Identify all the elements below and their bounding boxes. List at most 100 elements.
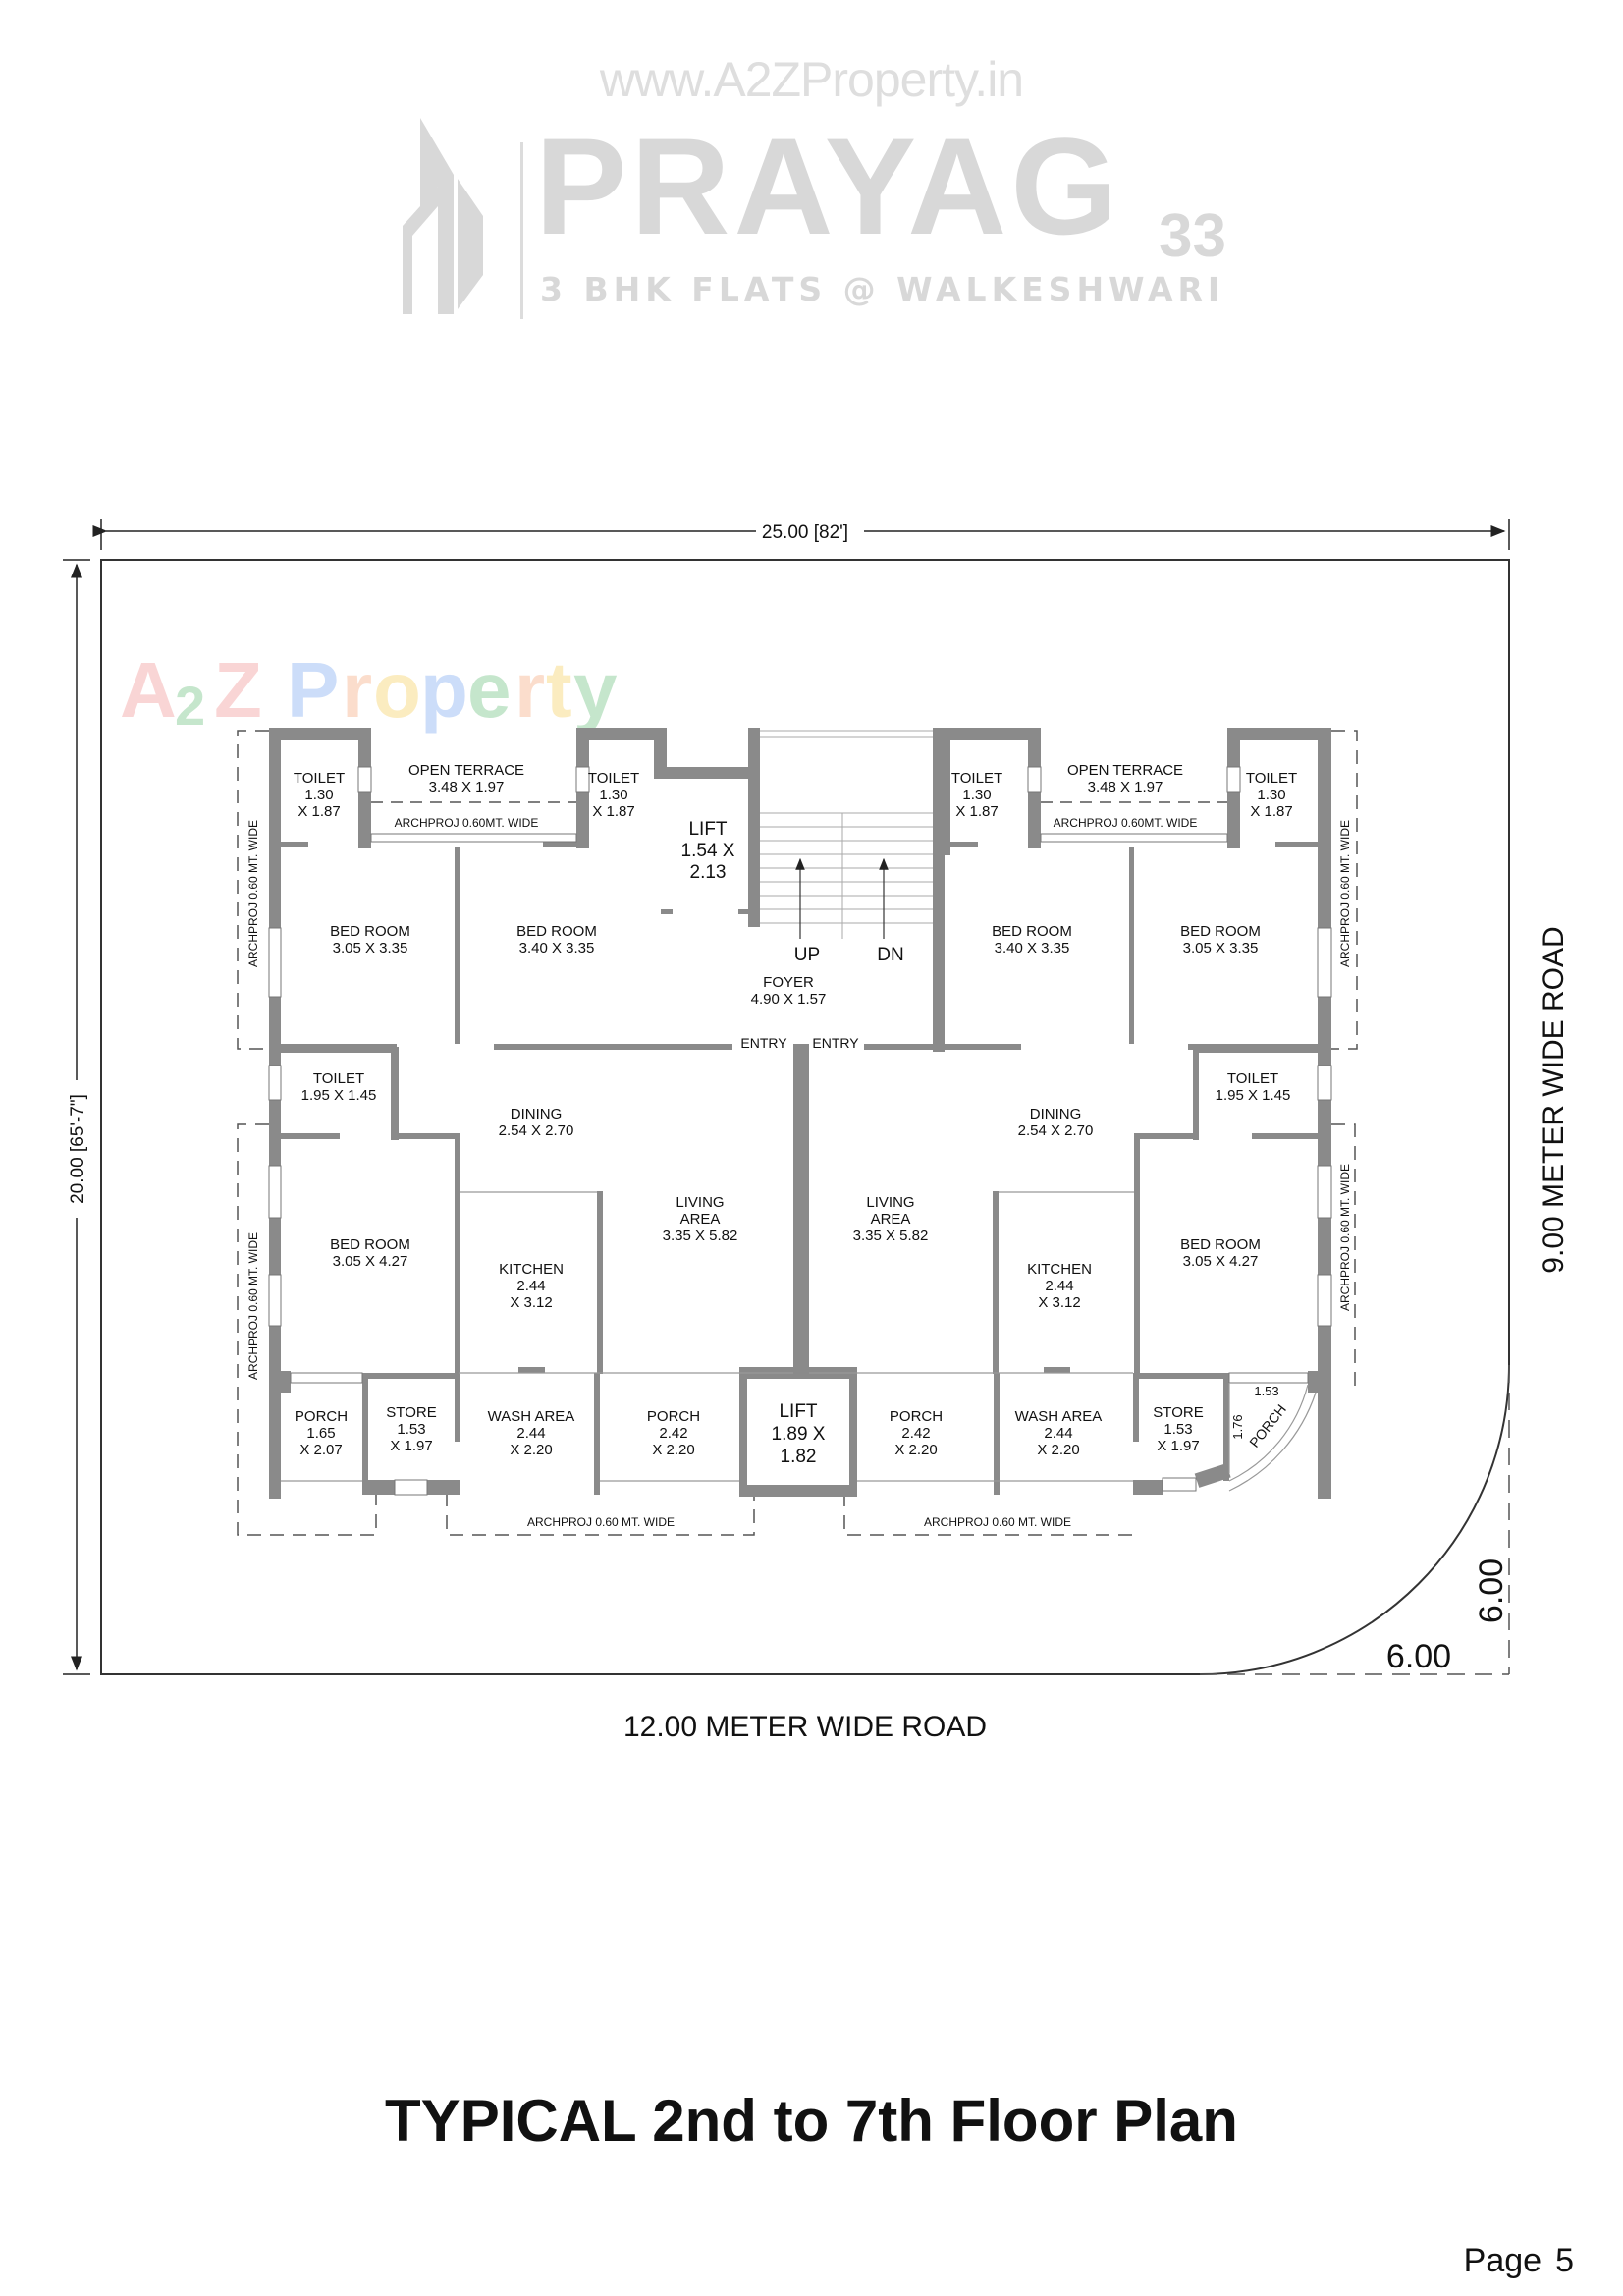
staircase bbox=[760, 730, 933, 939]
label-size: 3.40 X 3.35 bbox=[519, 940, 595, 957]
page-number-value: 5 bbox=[1555, 2242, 1574, 2279]
label-size: X 2.20 bbox=[1037, 1442, 1079, 1458]
label-size: 3.35 X 5.82 bbox=[853, 1228, 929, 1244]
label-size: 1.95 X 1.45 bbox=[1216, 1087, 1291, 1104]
brand-divider bbox=[520, 142, 523, 319]
label-size: 3.05 X 4.27 bbox=[333, 1253, 408, 1270]
label-living: LIVING bbox=[866, 1194, 914, 1211]
label-porch-width: 1.53 bbox=[1254, 1384, 1278, 1398]
label-archproj-right-lower: ARCHPROJ 0.60 MT. WIDE bbox=[1338, 1164, 1352, 1311]
label-size: X 3.12 bbox=[1038, 1294, 1080, 1311]
corner-dim-vertical: 6.00 bbox=[1473, 1558, 1510, 1623]
label-size: 3.40 X 3.35 bbox=[995, 940, 1070, 957]
watermark-t: t bbox=[546, 646, 572, 734]
label-area: AREA bbox=[680, 1211, 721, 1228]
label-up: UP bbox=[794, 945, 820, 965]
label-kitchen: KITCHEN bbox=[1027, 1261, 1092, 1278]
label-archproj-bottom-right: ARCHPROJ 0.60 MT. WIDE bbox=[924, 1515, 1071, 1529]
corner-splay-dimension bbox=[1200, 1365, 1510, 1675]
room-labels: TOILET 1.30 X 1.87 OPEN TERRACE 3.48 X 1… bbox=[294, 762, 1297, 1467]
label-size: 2.44 bbox=[1044, 1425, 1072, 1442]
label-size: 1.82 bbox=[781, 1447, 817, 1467]
label-area: AREA bbox=[871, 1211, 911, 1228]
brand-logo: PRAYAG 33 3 BHK FLATS @ WALKESHWARI bbox=[403, 109, 1247, 319]
label-bed-room: BED ROOM bbox=[992, 923, 1072, 940]
brand-tagline: 3 BHK FLATS @ WALKESHWARI bbox=[540, 270, 1225, 308]
label-size: X 1.97 bbox=[1157, 1438, 1199, 1454]
walls bbox=[269, 728, 1331, 1499]
windows bbox=[268, 766, 1332, 1496]
label-size: 1.54 X bbox=[681, 841, 735, 861]
label-entry-left: ENTRY bbox=[740, 1035, 787, 1051]
thin-lines bbox=[281, 1191, 1317, 1492]
label-size: X 2.07 bbox=[299, 1442, 342, 1458]
label-living: LIVING bbox=[676, 1194, 724, 1211]
height-dimension-label: 20.00 [65'-7"] bbox=[68, 1094, 88, 1204]
label-size: 4.90 X 1.57 bbox=[751, 991, 827, 1008]
label-bed-room: BED ROOM bbox=[1180, 1236, 1261, 1253]
archproj-labels: ARCHPROJ 0.60 MT. WIDE ARCHPROJ 0.60 MT.… bbox=[246, 820, 1352, 1529]
label-size: 3.35 X 5.82 bbox=[663, 1228, 738, 1244]
right-road-label: 9.00 METER WIDE ROAD bbox=[1538, 926, 1570, 1273]
width-dimension bbox=[92, 519, 1510, 550]
label-kitchen: KITCHEN bbox=[499, 1261, 564, 1278]
label-toilet: TOILET bbox=[1227, 1070, 1278, 1087]
label-toilet: TOILET bbox=[951, 770, 1002, 787]
plot-boundary bbox=[100, 559, 1510, 1675]
label-size: 2.44 bbox=[516, 1278, 545, 1294]
label-porch-curved: PORCH bbox=[1246, 1401, 1289, 1450]
watermark-z: Z bbox=[214, 646, 262, 734]
label-size: 1.30 bbox=[304, 787, 333, 803]
label-open-terrace: OPEN TERRACE bbox=[408, 762, 524, 779]
label-toilet: TOILET bbox=[588, 770, 639, 787]
label-size: 2.13 bbox=[690, 862, 727, 883]
label-size: 2.42 bbox=[659, 1425, 687, 1442]
label-size: 1.30 bbox=[599, 787, 627, 803]
label-size: X 1.87 bbox=[592, 803, 634, 820]
label-archproj: ARCHPROJ 0.60MT. WIDE bbox=[1054, 816, 1198, 830]
label-store: STORE bbox=[386, 1404, 436, 1421]
label-size: 2.54 X 2.70 bbox=[1018, 1122, 1094, 1139]
label-archproj-bottom-left: ARCHPROJ 0.60 MT. WIDE bbox=[527, 1515, 675, 1529]
watermark-p2: p bbox=[420, 646, 468, 734]
label-archproj-left: ARCHPROJ 0.60 MT. WIDE bbox=[246, 820, 260, 967]
label-bed-room: BED ROOM bbox=[330, 923, 410, 940]
label-bed-room: BED ROOM bbox=[1180, 923, 1261, 940]
height-dimension bbox=[63, 559, 90, 1675]
brand-name: PRAYAG bbox=[535, 109, 1122, 263]
label-size: X 1.87 bbox=[298, 803, 340, 820]
label-size: 3.48 X 1.97 bbox=[1088, 779, 1163, 795]
label-size: 1.30 bbox=[1257, 787, 1285, 803]
watermark-r2: r bbox=[514, 646, 545, 734]
stair-arrows bbox=[795, 857, 889, 939]
bottom-road-label: 12.00 METER WIDE ROAD bbox=[623, 1711, 987, 1743]
building-logo-icon bbox=[403, 118, 483, 314]
label-size: 1.30 bbox=[962, 787, 991, 803]
watermark-r: r bbox=[342, 646, 372, 734]
label-toilet: TOILET bbox=[1246, 770, 1297, 787]
label-lift: LIFT bbox=[688, 819, 727, 840]
label-size: X 2.20 bbox=[510, 1442, 552, 1458]
label-size: 2.42 bbox=[901, 1425, 930, 1442]
label-size: 3.05 X 4.27 bbox=[1183, 1253, 1259, 1270]
label-size: X 1.87 bbox=[955, 803, 998, 820]
label-bed-room: BED ROOM bbox=[516, 923, 597, 940]
label-dn: DN bbox=[877, 945, 903, 965]
label-size: 1.89 X bbox=[772, 1424, 826, 1445]
label-dining: DINING bbox=[511, 1106, 563, 1122]
label-size: 2.44 bbox=[516, 1425, 545, 1442]
watermark-url: www.A2ZProperty.in bbox=[599, 52, 1024, 107]
label-wash-area: WASH AREA bbox=[1015, 1408, 1103, 1425]
watermark-y: y bbox=[573, 646, 618, 734]
label-bed-room: BED ROOM bbox=[330, 1236, 410, 1253]
label-dining: DINING bbox=[1030, 1106, 1082, 1122]
label-size: 1.65 bbox=[306, 1425, 335, 1442]
label-toilet: TOILET bbox=[313, 1070, 364, 1087]
watermark-a: A bbox=[120, 646, 177, 734]
watermark-e: e bbox=[467, 646, 512, 734]
label-porch: PORCH bbox=[647, 1408, 700, 1425]
label-size: 1.95 X 1.45 bbox=[301, 1087, 377, 1104]
label-open-terrace: OPEN TERRACE bbox=[1067, 762, 1183, 779]
